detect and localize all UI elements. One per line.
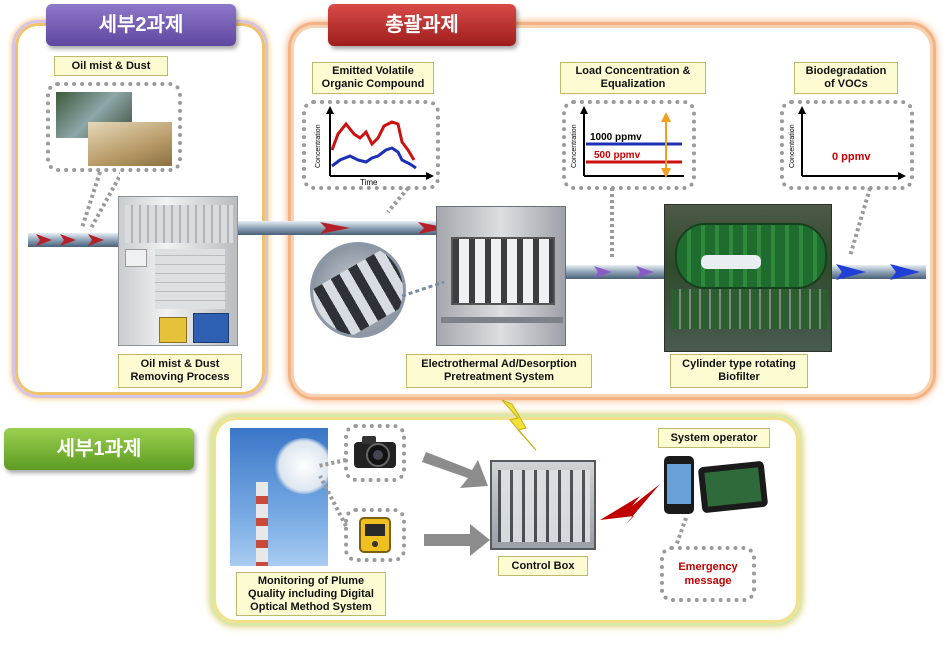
oil-mist-machine [118,196,238,346]
chimney-photo [230,428,328,566]
red-lightning-icon [600,484,660,524]
bio-ylabel: Concentration [789,124,796,168]
label-monitoring: Monitoring of Plume Quality including Di… [236,572,386,616]
bio-callout-tail [848,187,872,257]
camera-callout [344,424,406,482]
sub1-frame [210,414,802,626]
detector-callout [344,508,406,562]
oil-mist-callout-tail [80,171,120,231]
load-chart: Concentration 1000 ppmv 500 ppmv [571,106,684,178]
voc-ylabel: Concentration [315,124,322,168]
electrode-zoom-circle [310,242,406,338]
label-control-box: Control Box [498,556,588,576]
emergency-callout-tail [674,517,688,547]
voc-series-blue [331,146,417,170]
emergency-callout: Emergency message [660,546,756,602]
oil-mist-callout [46,82,182,172]
zoom-connector [401,280,445,298]
tablet-icon [698,461,768,513]
load-label-high: 1000 ppmv [590,132,642,143]
voc-callout-tail [386,186,410,214]
load-label-low: 500 ppmv [594,150,641,161]
chimney-icon [256,482,268,566]
total-frame [288,22,936,400]
label-biodegradation: Biodegradation of VOCs [794,62,898,94]
voc-series-red [330,120,416,161]
load-ylabel: Concentration [571,124,578,168]
operator-devices [664,456,768,514]
header-sub2: 세부2과제 [46,4,236,46]
bio-chart: Concentration 0 ppmv [789,106,906,180]
header-total: 총괄과제 [328,4,516,46]
bio-chart-callout: Concentration 0 ppmv [780,100,914,190]
sensor-callout-tails [317,458,348,527]
voc-chart-callout: Concentration Time [302,100,440,190]
emergency-message: Emergency message [678,561,738,587]
label-emitted-voc: Emitted Volatile Organic Compound [312,62,434,94]
load-callout-tail [610,188,614,260]
label-system-operator: System operator [658,428,770,448]
label-electrothermal: Electrothermal Ad/Desorption Pretreatmen… [406,354,592,388]
dust-photo [88,122,172,166]
label-load-concentration: Load Concentration & Equalization [560,62,706,94]
smartphone-icon [664,456,694,514]
gray-arrows [422,452,490,556]
control-box-photo [490,460,596,550]
bio-value-label: 0 ppmv [832,151,871,163]
purple-arrows [594,266,654,278]
red-arrows [36,222,448,246]
gas-detector-icon [359,517,391,553]
label-oil-mist-dust: Oil mist & Dust [54,56,168,76]
header-sub1: 세부1과제 [4,428,194,470]
label-biofilter: Cylinder type rotating Biofilter [670,354,808,388]
load-chart-callout: Concentration 1000 ppmv 500 ppmv [562,100,696,190]
camera-icon [354,436,396,468]
voc-chart: Concentration Time [315,106,434,187]
blue-arrows [836,264,920,280]
voc-xlabel: Time [360,178,378,186]
lightning-icon [501,399,537,451]
biofilter-machine [664,204,832,352]
label-oil-mist-process: Oil mist & Dust Removing Process [118,354,242,388]
electrothermal-machine [436,206,566,346]
